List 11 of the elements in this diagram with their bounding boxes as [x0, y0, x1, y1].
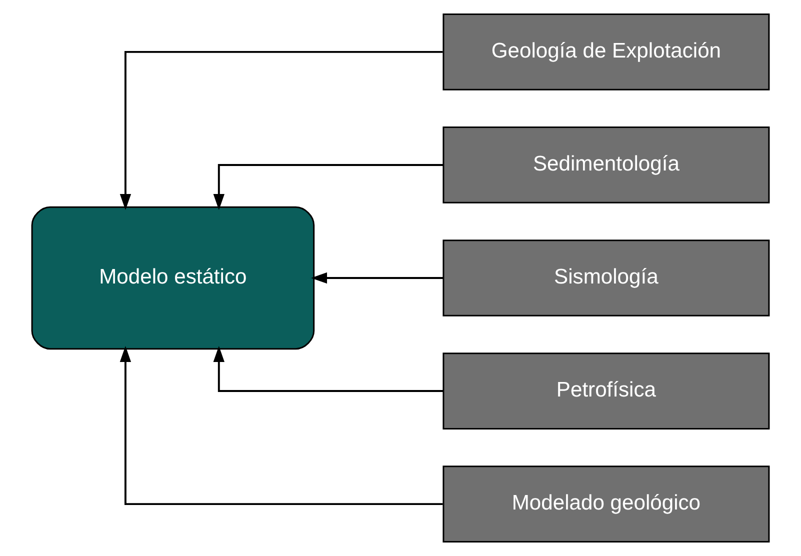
arrow	[213, 346, 444, 392]
arrow	[120, 346, 443, 506]
arrow	[120, 50, 443, 210]
arrow	[213, 164, 444, 210]
node-box: Petrofísica	[442, 352, 770, 430]
arrow	[311, 272, 444, 284]
node-box: Sedimentología	[442, 126, 770, 204]
node-box: Modelo estático	[31, 206, 315, 350]
node-box: Sismología	[442, 240, 770, 316]
node-box: Geología de Explotación	[442, 14, 770, 90]
node-box: Modelado geológico	[442, 466, 770, 542]
